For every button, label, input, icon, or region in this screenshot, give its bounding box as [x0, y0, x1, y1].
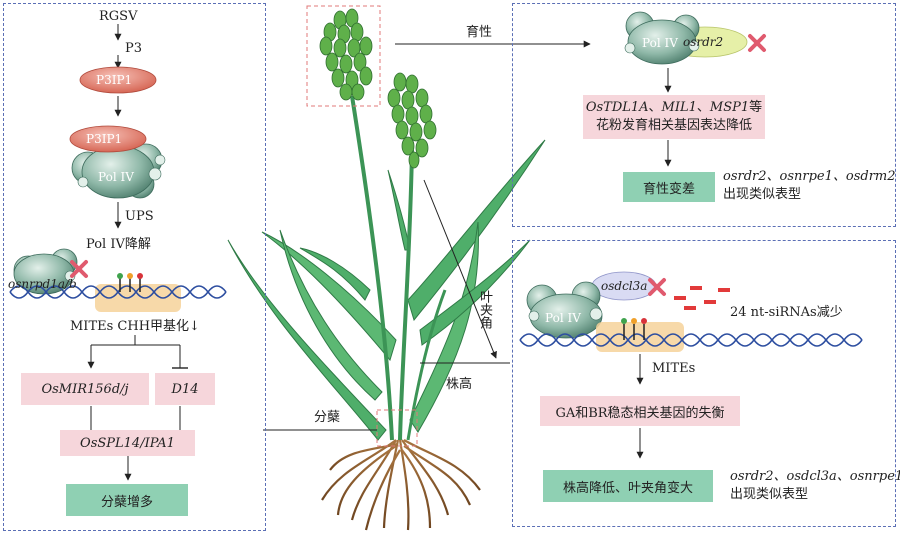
left-panel-graphics	[9, 24, 227, 481]
pol-iv-label: Pol IV	[545, 311, 581, 325]
pol-iv-degraded	[13, 248, 78, 295]
p3ip1-protein	[69, 125, 147, 153]
sirna-reduced-label: 24 nt-siRNAs减少	[730, 305, 843, 320]
pol-iv-label: Pol IV	[642, 36, 678, 50]
mites-label: MITEs	[652, 361, 696, 376]
leaf	[227, 239, 387, 441]
top-right-graphics	[624, 11, 766, 167]
top-right-panel	[512, 3, 896, 227]
stem	[350, 95, 394, 441]
fertility-reduced-box: 育性变差	[623, 172, 715, 202]
panicle-focus-box	[306, 5, 381, 107]
sirna-fragments	[674, 286, 730, 310]
gene-mil1: MIL1	[661, 100, 697, 116]
dna-strand	[519, 333, 863, 347]
rgsv-label: RGSV	[99, 9, 138, 24]
leaf	[279, 229, 383, 401]
gene-suffix: 等	[749, 100, 763, 116]
leaf	[261, 231, 397, 362]
height-phenotype-mutants: osrdr2、osdcl3a、osnrpe1	[730, 469, 900, 484]
panicle	[319, 8, 373, 101]
tiller-increase-box: 分蘖增多	[66, 484, 188, 516]
pol-iv-complex	[526, 281, 603, 339]
cross-icon	[748, 34, 766, 52]
pol-iv-label: Pol IV	[98, 170, 134, 184]
tillering-label: 分蘖	[314, 410, 341, 425]
dna-strand	[519, 333, 863, 347]
height-phenotype-text: 出现类似表型	[730, 487, 809, 502]
leaf-angle-arrow	[423, 179, 497, 359]
osrdr2-label: osrdr2	[683, 35, 724, 49]
left-panel	[3, 3, 266, 531]
p3ip1-complex-label: P3IP1	[86, 132, 123, 146]
separator: 、	[648, 100, 662, 116]
ups-label: UPS	[125, 209, 154, 224]
gene-msp1: MSP1	[709, 100, 750, 116]
methylation-marks	[117, 273, 143, 292]
pollen-genes-line2: 花粉发育相关基因表达降低	[595, 118, 752, 133]
pol-iv-complex	[624, 11, 700, 65]
height-angle-box: 株高降低、叶夹角变大	[543, 470, 713, 502]
p3ip1-protein	[79, 66, 157, 94]
ga-br-genes-box: GA和BR稳态相关基因的失衡	[540, 396, 740, 426]
leaf	[299, 247, 371, 301]
pollen-genes-line1: OsTDL1A、MIL1、MSP1等	[586, 99, 762, 117]
stem	[406, 289, 447, 441]
mites-chh-label: MITEs CHH甲基化↓	[70, 319, 200, 334]
plant-height-label: 株高	[446, 377, 473, 392]
methylation-marks	[621, 318, 647, 340]
rice-plant-illustration	[227, 8, 546, 531]
p3ip1-label: P3IP1	[96, 73, 133, 87]
fertility-phenotype-mutants: osrdr2、osnrpe1、osdrm2	[723, 169, 896, 184]
stem	[398, 149, 414, 441]
mite-region	[596, 322, 684, 352]
gene-ostdl1a: OsTDL1A	[585, 100, 649, 116]
fertility-label: 育性	[466, 25, 493, 40]
pol-iv-complex	[71, 143, 166, 199]
tiller-base-focus-box	[376, 409, 418, 447]
panicle	[387, 72, 437, 169]
leaf	[409, 221, 479, 433]
osmir156-box: OsMIR156d/j	[21, 373, 149, 405]
osdcl3-label: osdcl3a	[601, 279, 648, 293]
cross-icon	[70, 260, 88, 278]
cross-icon	[648, 278, 666, 296]
bottom-right-graphics	[519, 271, 863, 459]
osspl14-box: OsSPL14/IPA1	[60, 430, 195, 456]
osnrpd1ab-label: osnrpd1a/b	[8, 277, 77, 291]
roots	[321, 439, 481, 531]
d14-box: D14	[155, 373, 215, 405]
p3-label: P3	[125, 41, 143, 56]
bottom-right-panel	[512, 240, 896, 527]
leaf	[387, 169, 411, 251]
leaf-angle-label: 叶夹角	[477, 290, 492, 329]
pollen-genes-box: OsTDL1A、MIL1、MSP1等 花粉发育相关基因表达降低	[583, 95, 765, 139]
fertility-phenotype-text: 出现类似表型	[723, 187, 802, 202]
separator: 、	[696, 100, 710, 116]
dna-strand	[9, 285, 227, 299]
pol-iv-degradation-label: Pol IV降解	[86, 237, 151, 252]
